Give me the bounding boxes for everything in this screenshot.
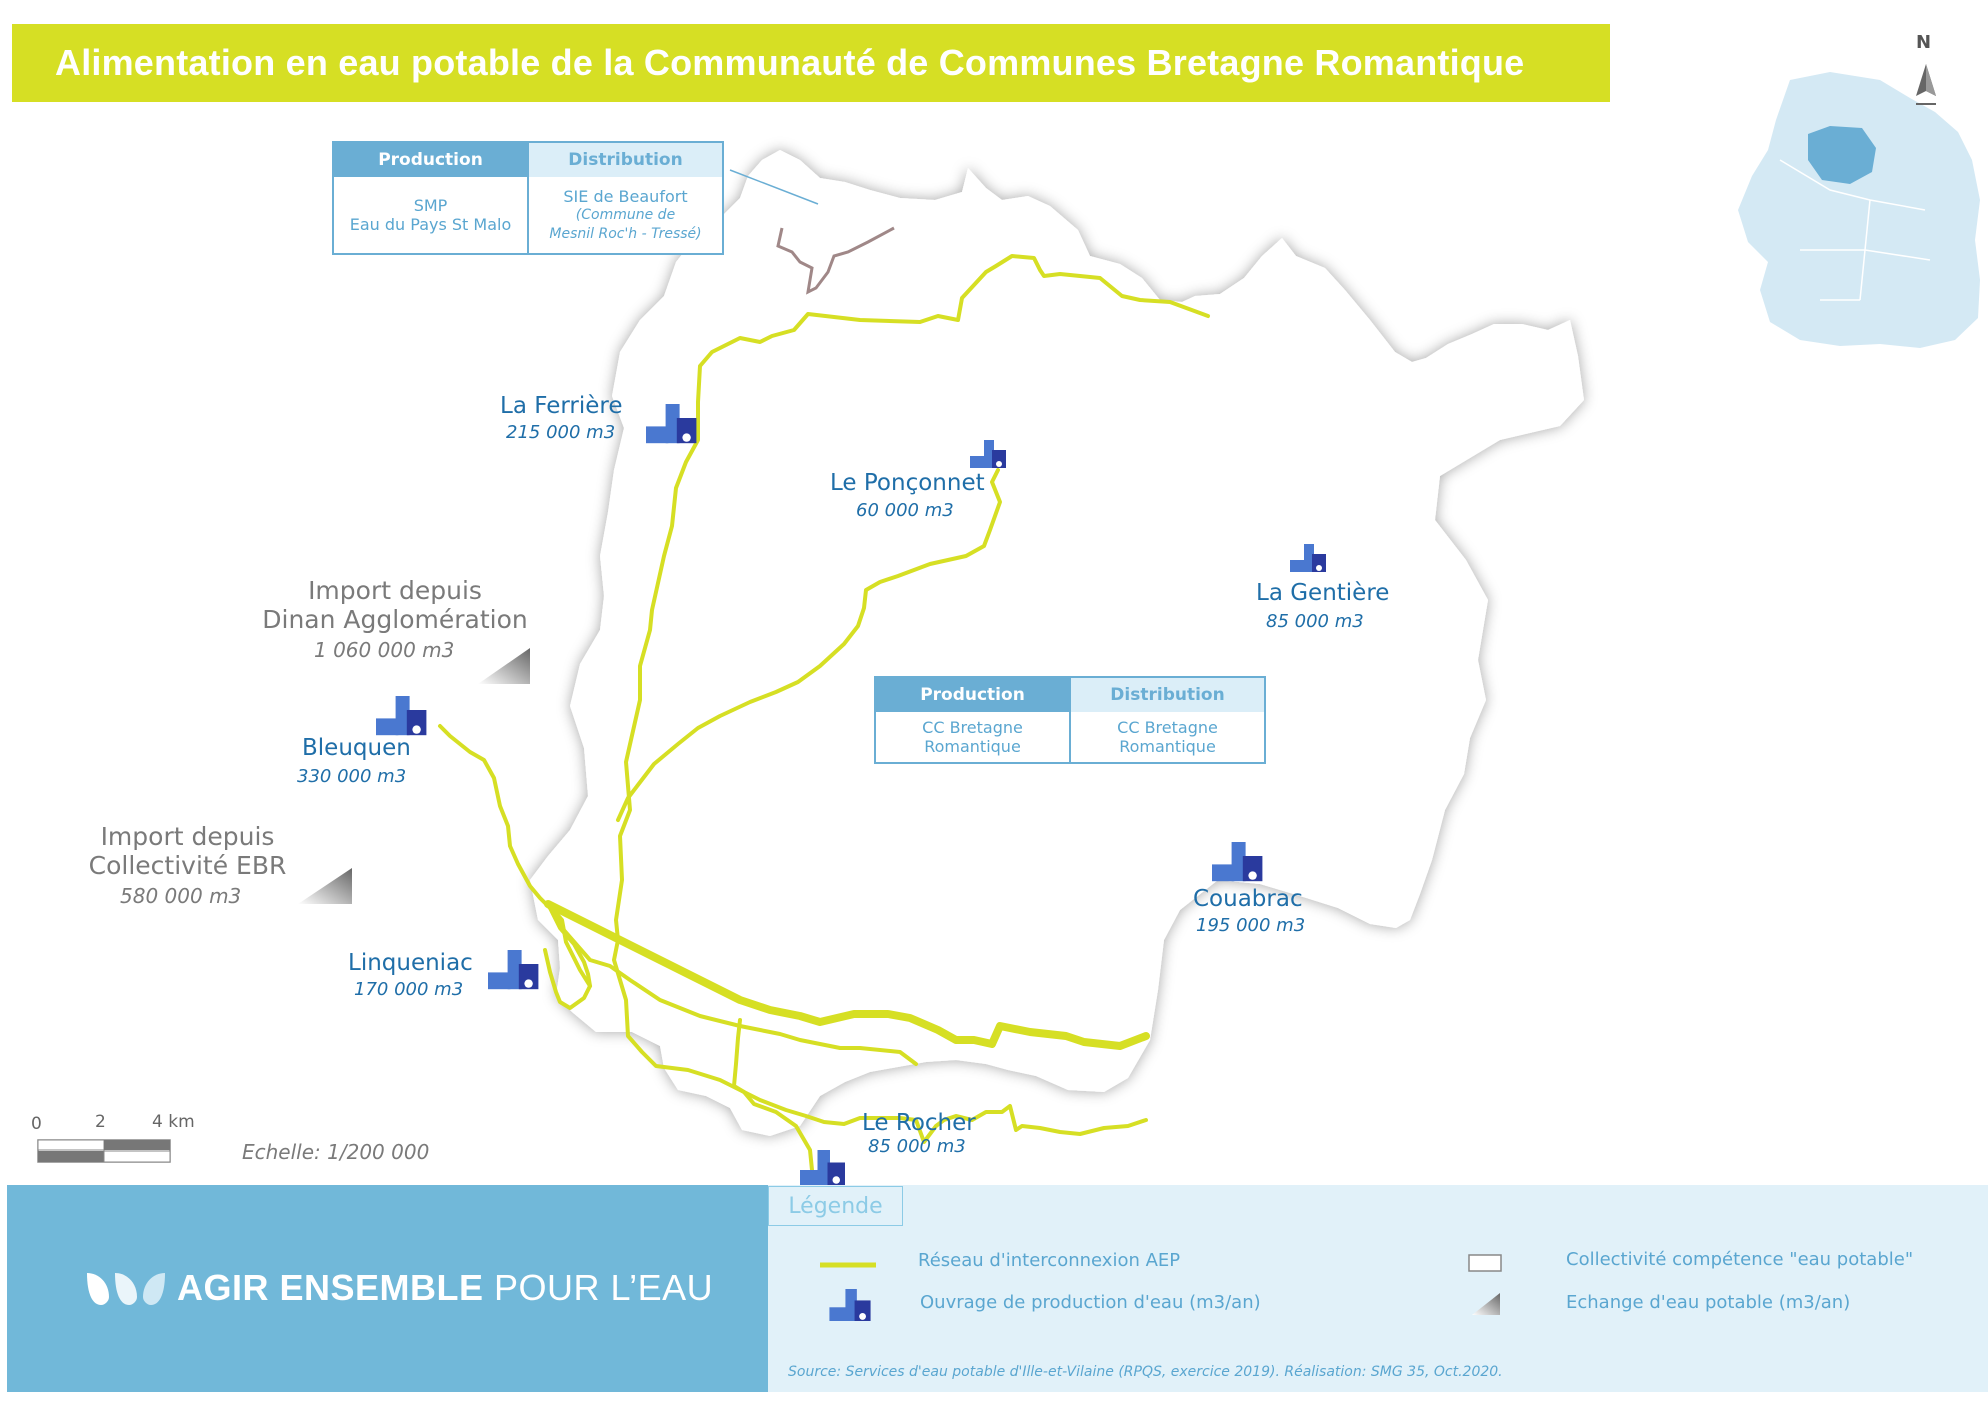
plant-bleuquen[interactable] xyxy=(376,696,427,736)
plant-linqueniac[interactable] xyxy=(488,950,539,990)
brand-bold: AGIR ENSEMBLE xyxy=(177,1267,484,1308)
import-dinan-line1: Import depuis xyxy=(308,576,482,605)
info-table-center: Production CC Bretagne Romantique Distri… xyxy=(874,676,1266,764)
import-triangle-ebr xyxy=(298,868,352,904)
plant-la-gentiere[interactable] xyxy=(1290,544,1326,572)
site-name-la-gentiere: La Gentière xyxy=(1256,580,1390,606)
territory-boundary xyxy=(530,150,1584,1136)
production-entity-line2: Romantique xyxy=(924,737,1021,756)
import-dinan-volume: 1 060 000 m3 xyxy=(314,638,455,662)
site-volume-linqueniac: 170 000 m3 xyxy=(354,979,464,1000)
site-name-bleuquen: Bleuquen xyxy=(302,735,411,761)
site-volume-couabrac: 195 000 m3 xyxy=(1196,915,1306,936)
water-plant-icon xyxy=(829,1289,871,1321)
distribution-note-line2: Mesnil Roc'h - Tressé) xyxy=(549,225,702,242)
plant-couabrac[interactable] xyxy=(1212,842,1263,882)
network-line-icon xyxy=(820,1262,876,1268)
brand-regular: POUR L’EAU xyxy=(483,1267,714,1308)
distribution-entity: SIE de Beaufort xyxy=(563,186,688,206)
legend-title: Légende xyxy=(768,1186,903,1226)
distribution-header: Distribution xyxy=(529,143,722,177)
north-arrow-icon xyxy=(1916,64,1936,105)
production-header: Production xyxy=(876,678,1069,712)
import-ebr-line1: Import depuis xyxy=(100,822,275,851)
exchange-triangle-icon xyxy=(1472,1293,1500,1315)
legend-label-plant: Ouvrage de production d'eau (m3/an) xyxy=(920,1292,1261,1313)
plant-le-poconnet[interactable] xyxy=(970,440,1006,468)
import-ebr-label: Import depuis Collectivité EBR xyxy=(50,822,325,880)
site-volume-le-rocher: 85 000 m3 xyxy=(868,1136,966,1157)
site-name-la-ferriere: La Ferrière xyxy=(500,393,623,419)
north-label: N xyxy=(1916,32,1932,53)
legend-label-territory: Collectivité compétence "eau potable" xyxy=(1566,1249,1914,1270)
distribution-entity-line1: CC Bretagne xyxy=(1117,718,1218,737)
import-dinan-label: Import depuis Dinan Agglomération xyxy=(240,576,550,634)
inset-locator-map xyxy=(1738,72,1980,348)
import-ebr-line2: Collectivité EBR xyxy=(88,851,287,880)
import-triangle-dinan xyxy=(478,648,530,684)
footer-brand-panel: AGIR ENSEMBLE POUR L’EAU xyxy=(7,1185,768,1392)
brand-text: AGIR ENSEMBLE POUR L’EAU xyxy=(177,1267,713,1309)
import-dinan-line2: Dinan Agglomération xyxy=(262,605,528,634)
distribution-header: Distribution xyxy=(1071,678,1264,712)
production-entity-line1: SMP xyxy=(413,196,448,215)
legend-panel: Légende Réseau d'interconnexion AEP Ouvr… xyxy=(768,1185,1988,1392)
scale-tick-0: 0 xyxy=(31,1114,42,1134)
scale-tick-2: 2 xyxy=(95,1112,106,1132)
site-volume-la-ferriere: 215 000 m3 xyxy=(506,422,616,443)
site-name-couabrac: Couabrac xyxy=(1193,886,1303,912)
import-ebr-volume: 580 000 m3 xyxy=(120,884,242,908)
info-table-north: Production SMP Eau du Pays St Malo Distr… xyxy=(332,141,724,255)
brand-leaf-icon xyxy=(87,1273,165,1305)
production-entity-line1: CC Bretagne xyxy=(922,718,1023,737)
distribution-note-line1: (Commune de xyxy=(575,206,676,223)
source-text: Source: Services d'eau potable d'Ille-et… xyxy=(788,1364,1503,1380)
site-volume-bleuquen: 330 000 m3 xyxy=(297,766,407,787)
scale-tick-4: 4 km xyxy=(152,1112,195,1132)
page-title: Alimentation en eau potable de la Commun… xyxy=(55,42,1525,83)
site-name-le-rocher: Le Rocher xyxy=(862,1110,976,1136)
site-name-linqueniac: Linqueniac xyxy=(348,950,473,976)
legend-label-exchange: Echange d'eau potable (m3/an) xyxy=(1566,1292,1851,1313)
site-volume-la-gentiere: 85 000 m3 xyxy=(1266,611,1364,632)
production-entity-line2: Eau du Pays St Malo xyxy=(349,215,512,234)
territory-box-icon xyxy=(1468,1254,1502,1272)
callout-line xyxy=(729,169,819,205)
plant-le-rocher[interactable] xyxy=(800,1150,845,1185)
distribution-entity-line2: Romantique xyxy=(1119,737,1216,756)
scale-bar xyxy=(37,1139,171,1163)
sie-boundary-line xyxy=(776,226,895,295)
site-name-le-poconnet: Le Ponçonnet xyxy=(830,470,985,496)
production-header: Production xyxy=(334,143,527,177)
scale-label: Echelle: 1/200 000 xyxy=(242,1140,430,1164)
legend-label-network: Réseau d'interconnexion AEP xyxy=(918,1250,1181,1271)
network-lines xyxy=(438,254,1210,1172)
site-volume-le-poconnet: 60 000 m3 xyxy=(856,500,954,521)
title-banner: Alimentation en eau potable de la Commun… xyxy=(12,24,1610,102)
plant-la-ferriere[interactable] xyxy=(646,404,697,444)
